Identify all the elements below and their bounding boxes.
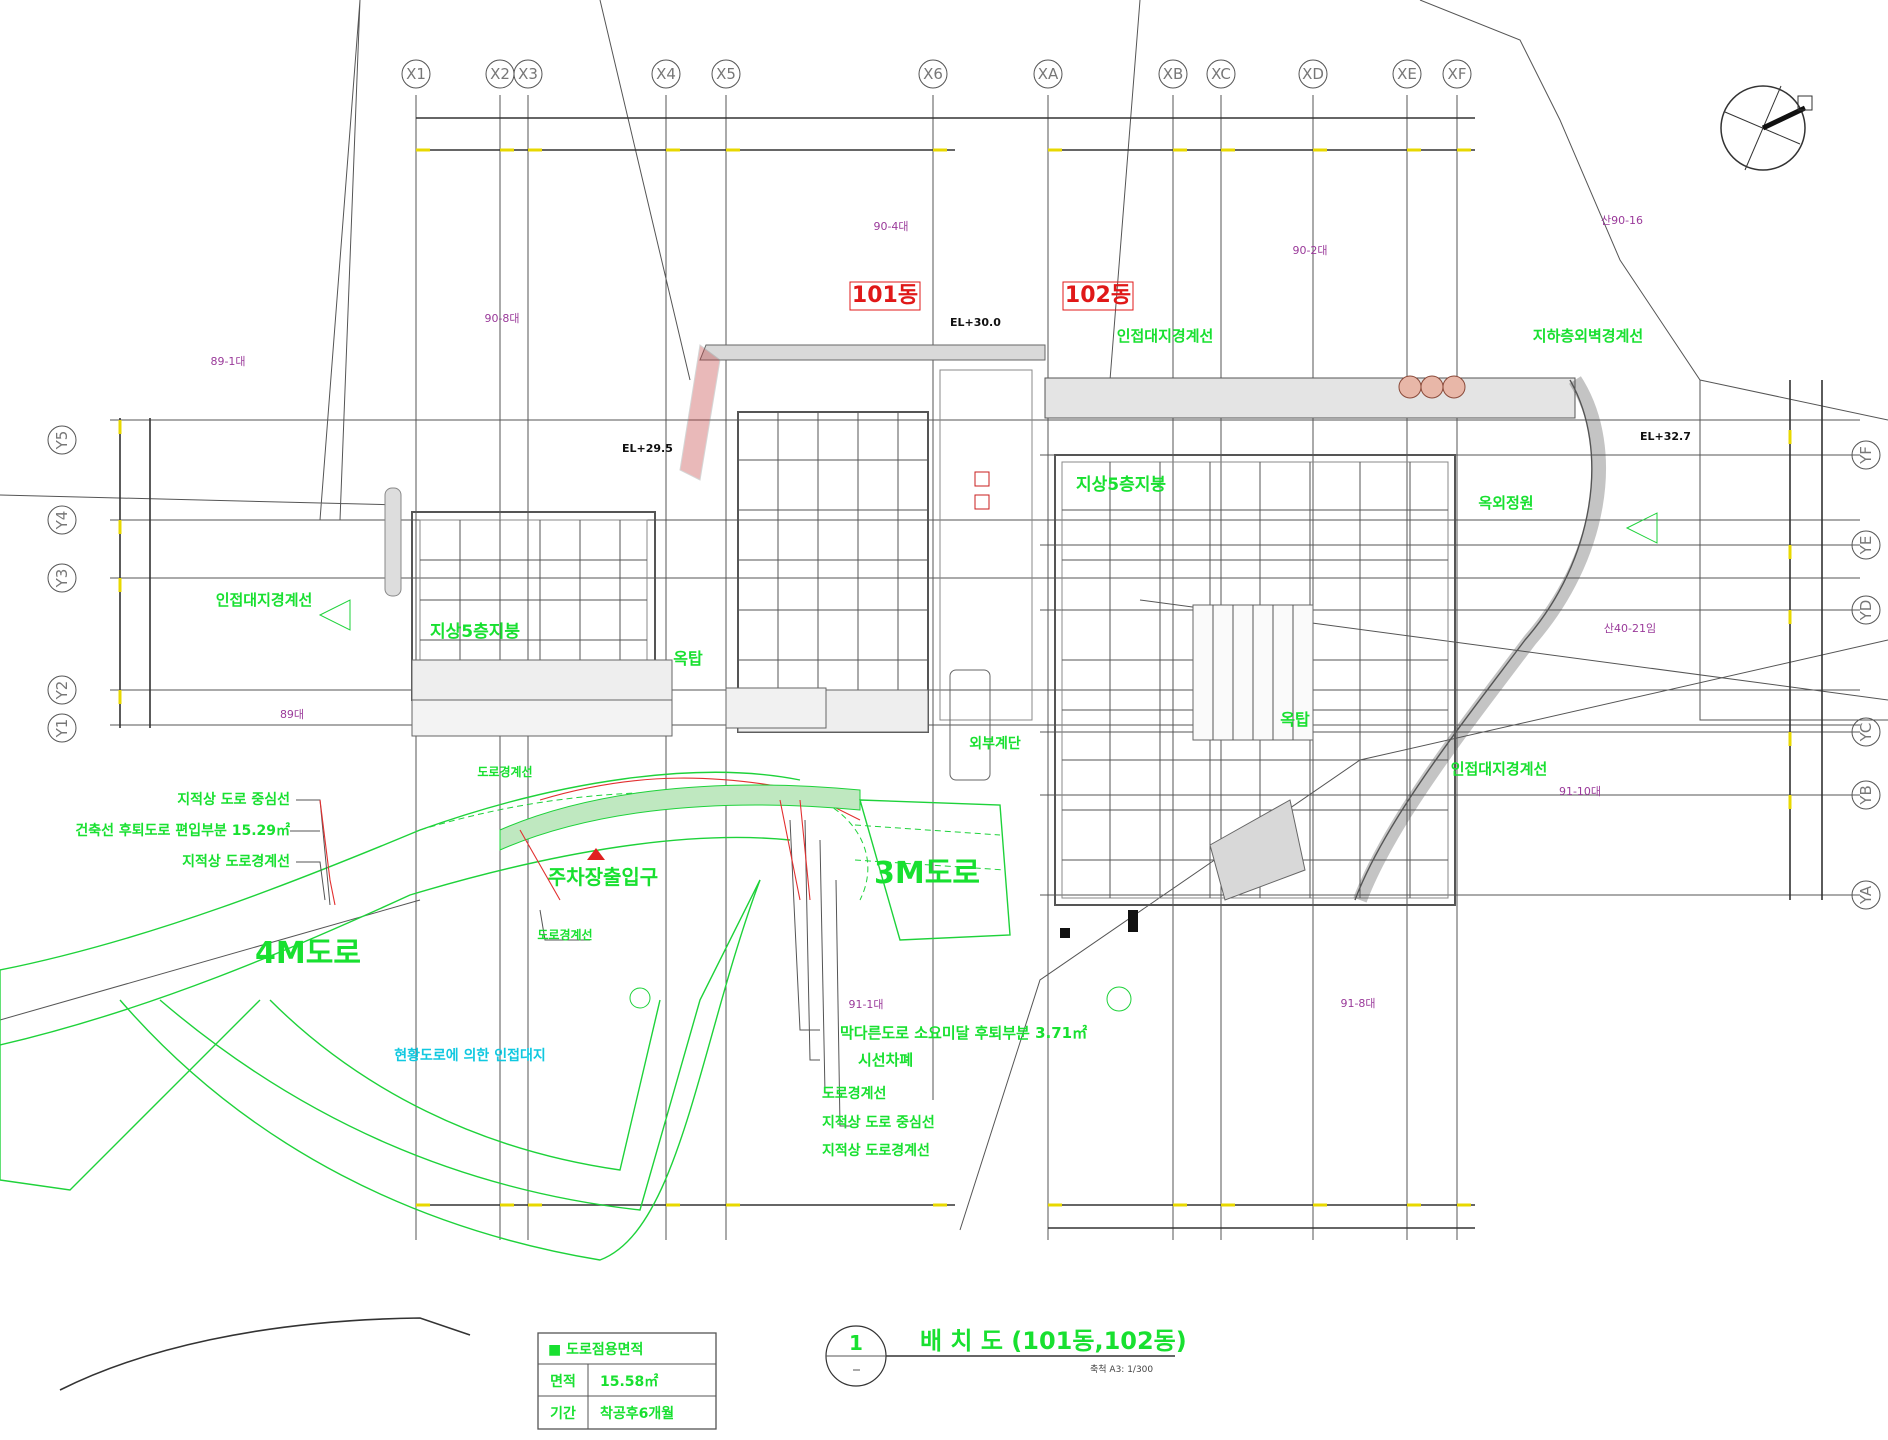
- elevation-29: EL+29.5: [622, 442, 673, 455]
- grid-label-xa: XA: [1038, 65, 1059, 83]
- grid-label-x1: X1: [406, 65, 426, 83]
- grid-label-xd: XD: [1302, 65, 1324, 83]
- label-floor-101: 지상5층지붕: [430, 622, 520, 642]
- grid-label-yb: YB: [1857, 785, 1875, 805]
- grid-label-ye: YE: [1857, 536, 1875, 556]
- label-site-boundary-top: 인접대지경계선: [1117, 327, 1214, 345]
- grid-label-xf: XF: [1448, 65, 1467, 83]
- annotation-sight-screen: 시선차폐: [858, 1051, 913, 1069]
- annotation-road-center-1: 지적상 도로 중심선: [177, 791, 290, 808]
- grid-label-x3: X3: [518, 65, 538, 83]
- elevation-30: EL+30.0: [950, 316, 1001, 329]
- parcel-label: 89대: [280, 708, 304, 721]
- label-building-101-frame: [849, 281, 921, 311]
- label-building-102-frame: [1062, 281, 1134, 311]
- annotation-adjacent-lot: 현황도로에 의한 인접대지: [394, 1047, 545, 1064]
- label-deck-102: 옥탑: [1280, 710, 1310, 729]
- grid-label-y2: Y2: [53, 681, 71, 701]
- accent-markers: [318, 512, 1658, 1012]
- grid-bubbles-left: Y5 Y4 Y3 Y2 Y1: [47, 425, 77, 743]
- title-scale: 축척 A3: 1/300: [1090, 1364, 1153, 1375]
- fence-line: [59, 1317, 471, 1391]
- label-walkway: 외부계단: [969, 735, 1021, 752]
- label-outdoor-garden: 옥외정원: [1478, 494, 1533, 512]
- parcel-label: 90-2대: [1292, 244, 1327, 257]
- grid-label-xe: XE: [1397, 65, 1417, 83]
- building-101: [384, 344, 1046, 737]
- info-table: ■ 도로점용면적 면적 15.58㎡ 기간 착공후6개월: [537, 1332, 717, 1430]
- parcel-label: 90-8대: [484, 312, 519, 325]
- grid-label-yc: YC: [1857, 723, 1875, 743]
- label-retaining-wall: 지하층외벽경계선: [1533, 327, 1643, 345]
- grid-label-y5: Y5: [53, 431, 71, 451]
- info-table-key: 기간: [550, 1405, 576, 1422]
- info-table-value: 착공후6개월: [600, 1405, 674, 1422]
- grid-label-x2: X2: [490, 65, 510, 83]
- grid-label-x5: X5: [716, 65, 736, 83]
- label-building-101: 101동: [852, 283, 918, 308]
- grid-label-yd: YD: [1857, 600, 1875, 622]
- grid-label-xb: XB: [1163, 65, 1184, 83]
- parcel-label: 91-10대: [1559, 785, 1601, 798]
- grid-label-yf: YF: [1857, 446, 1875, 465]
- dimension-lines: [118, 117, 1823, 1229]
- elevation-32: EL+32.7: [1640, 430, 1691, 443]
- grid-bubbles-top: X1 X2 X3 X4 X5 X6 XA XB XC XD XE XF: [401, 59, 1472, 89]
- north-arrow-icon: [1720, 85, 1813, 171]
- parcel-label: 91-8대: [1340, 997, 1375, 1010]
- label-site-boundary-lower: 인접대지경계선: [1451, 760, 1548, 778]
- annotation-road-boundary-2: 도로경계선: [537, 927, 592, 942]
- grid-label-y1: Y1: [53, 719, 71, 739]
- title-text: 배 치 도 (101동,102동): [920, 1327, 1187, 1355]
- label-road-3m: 3M도로: [874, 856, 980, 891]
- label-parking-entrance: 주차장출입구: [548, 865, 658, 889]
- parcel-label: 산40-21임: [1604, 622, 1656, 635]
- grid-label-y3: Y3: [53, 569, 71, 589]
- label-deck: 옥탑: [673, 649, 703, 668]
- grid-label-x6: X6: [923, 65, 943, 83]
- annotation-road-boundary-1: 지적상 도로경계선: [182, 853, 290, 870]
- annotation-setback: 건축선 후퇴도로 편입부분 15.29㎡: [75, 822, 290, 839]
- label-road-boundary: 도로경계선: [477, 764, 532, 779]
- info-table-value: 15.58㎡: [600, 1373, 658, 1390]
- annotation-corner-setback: 막다른도로 소요미달 후퇴부분 3.71㎡: [840, 1024, 1087, 1042]
- grid-bubbles-right: YF YE YD YC YB YA: [1851, 440, 1881, 910]
- grid-label-x4: X4: [656, 65, 676, 83]
- label-floor-102: 지상5층지붕: [1076, 475, 1166, 495]
- annotation-road-boundary-4: 지적상 도로경계선: [822, 1142, 930, 1159]
- label-building-102: 102동: [1065, 283, 1131, 308]
- parcel-labels: 90-4대 90-8대 89-1대 90-2대 산90-16 산40-21임 9…: [210, 214, 1656, 1011]
- parcel-label: 91-1대: [848, 998, 883, 1011]
- parcel-label: 산90-16: [1601, 214, 1643, 227]
- left-annotations: [290, 799, 590, 941]
- parcel-label: 89-1대: [210, 355, 245, 368]
- grid-label-xc: XC: [1211, 65, 1231, 83]
- grid-label-y4: Y4: [53, 511, 71, 531]
- grid-lines: [110, 95, 1860, 1240]
- center-annotations: [779, 799, 850, 1127]
- road-3m: [854, 799, 1011, 941]
- grid-label-ya: YA: [1857, 885, 1875, 905]
- building-102: [1044, 375, 1606, 906]
- road-4m: [0, 771, 869, 1261]
- parcel-lines: [0, 0, 1888, 1231]
- parcel-label: 90-4대: [873, 220, 908, 233]
- annotation-road-boundary-3: 도로경계선: [822, 1085, 886, 1102]
- info-table-key: 면적: [550, 1373, 576, 1390]
- central-corridor: [939, 369, 1033, 781]
- label-site-boundary-left: 인접대지경계선: [216, 591, 313, 609]
- annotation-road-center-2: 지적상 도로 중심선: [822, 1114, 935, 1131]
- title-block: 1 배 치 도 (101동,102동) 축척 A3: 1/300: [825, 1325, 1187, 1387]
- info-table-heading: ■ 도로점용면적: [548, 1341, 643, 1358]
- label-road-4m: 4M도로: [255, 936, 361, 971]
- title-number: 1: [849, 1331, 863, 1355]
